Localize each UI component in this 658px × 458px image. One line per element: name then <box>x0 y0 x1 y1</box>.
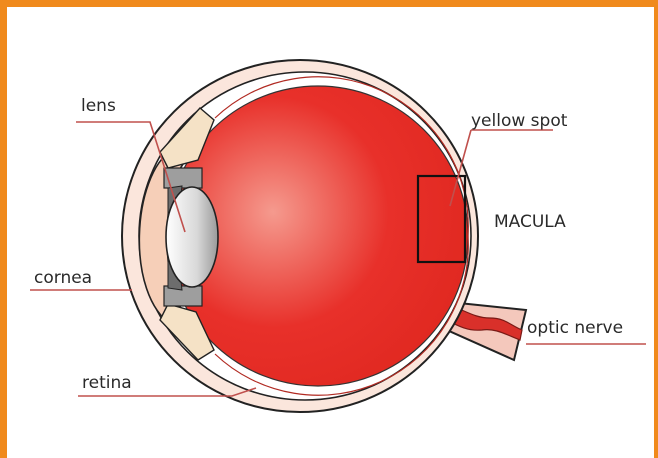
label-cornea: cornea <box>34 268 92 288</box>
lens-shape <box>166 187 218 287</box>
label-yellow-spot: yellow spot <box>471 111 568 131</box>
label-optic-nerve: optic nerve <box>527 318 623 338</box>
label-lens: lens <box>81 96 116 116</box>
label-macula: MACULA <box>494 212 566 232</box>
label-retina: retina <box>82 373 132 393</box>
